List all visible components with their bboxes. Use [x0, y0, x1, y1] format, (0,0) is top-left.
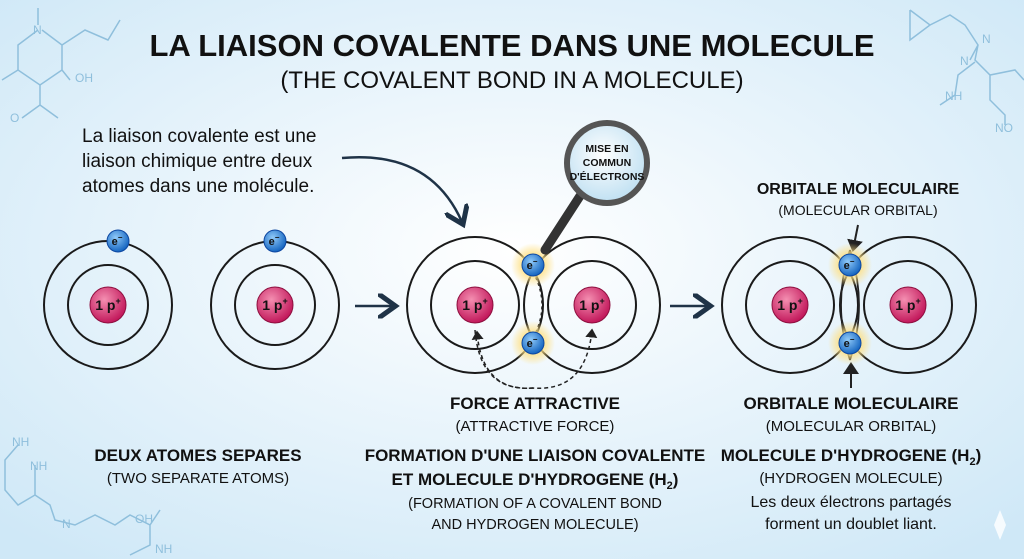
intro-line-1: La liaison covalente est une — [82, 126, 317, 147]
magnifier-icon: MISE EN COMMUN D'ÉLECTRONS — [540, 120, 650, 255]
svg-text:e−: e− — [527, 335, 538, 350]
proton-nucleus: 1 p+ — [771, 286, 809, 324]
svg-text:1 p+: 1 p+ — [579, 296, 605, 313]
svg-text:OH: OH — [75, 71, 93, 85]
svg-text:NH: NH — [30, 459, 47, 473]
chem-structure-top-right: N N NH NO — [909, 9, 1024, 135]
col1-subtitle: (TWO SEPARATE ATOMS) — [107, 470, 289, 487]
proton-nucleus: 1 p+ — [256, 286, 294, 324]
proton-nucleus: 1 p+ — [89, 286, 127, 324]
orbital-top-label: ORBITALE MOLECULAIRE — [757, 181, 960, 198]
svg-text:1 p+: 1 p+ — [95, 296, 121, 313]
svg-text:e−: e− — [269, 233, 280, 248]
chem-structure-bottom-left: NH NH N OH NH — [4, 435, 172, 556]
page-title: LA LIAISON COVALENTE DANS UNE MOLECULE — [149, 28, 874, 63]
proton-nucleus: 1 p+ — [573, 286, 611, 324]
svg-text:1 p+: 1 p+ — [262, 296, 288, 313]
orbital-bottom-label: ORBITALE MOLECULAIRE — [743, 394, 958, 413]
orbital-top-sublabel: (MOLECULAR ORBITAL) — [778, 202, 937, 218]
svg-text:e−: e− — [844, 257, 855, 272]
col3-subtitle: (HYDROGEN MOLECULE) — [759, 470, 942, 487]
electron: e− — [828, 243, 872, 287]
svg-text:MISE EN: MISE EN — [585, 143, 628, 155]
force-sublabel: (ATTRACTIVE FORCE) — [456, 418, 615, 435]
proton-nucleus: 1 p+ — [889, 286, 927, 324]
orbital-bottom-sublabel: (MOLECULAR ORBITAL) — [766, 418, 937, 435]
svg-text:NO: NO — [995, 121, 1013, 135]
svg-text:e−: e− — [844, 335, 855, 350]
svg-text:OH: OH — [135, 512, 153, 526]
col3-title: MOLECULE D'HYDROGENE (H2) — [721, 446, 981, 468]
col2-subtitle-2: AND HYDROGEN MOLECULE) — [431, 517, 638, 533]
col1-title: DEUX ATOMES SEPARES — [94, 446, 301, 465]
sparkle-icon — [994, 510, 1006, 540]
svg-text:D'ÉLECTRONS: D'ÉLECTRONS — [570, 170, 645, 183]
chem-structure-top-left: N OH O — [1, 8, 121, 125]
svg-text:NH: NH — [155, 542, 172, 556]
proton-nucleus: 1 p+ — [456, 286, 494, 324]
col2-title-1: FORMATION D'UNE LIAISON COVALENTE — [365, 446, 706, 465]
electron: e− — [828, 321, 872, 365]
intro-line-2: liaison chimique entre deux — [82, 151, 313, 172]
svg-text:N: N — [960, 54, 969, 68]
svg-text:N: N — [62, 517, 71, 531]
svg-text:1 p+: 1 p+ — [895, 296, 921, 313]
svg-text:1 p+: 1 p+ — [462, 296, 488, 313]
svg-text:e−: e− — [527, 257, 538, 272]
svg-text:1 p+: 1 p+ — [777, 296, 803, 313]
svg-text:COMMUN: COMMUN — [583, 157, 631, 169]
force-label: FORCE ATTRACTIVE — [450, 394, 620, 413]
col2-subtitle-1: (FORMATION OF A COVALENT BOND — [408, 496, 662, 512]
col3-note-1: Les deux électrons partagés — [750, 494, 951, 511]
page-subtitle: (THE COVALENT BOND IN A MOLECULE) — [280, 67, 743, 94]
electron: e− — [511, 321, 555, 365]
intro-line-3: atomes dans une molécule. — [82, 176, 314, 197]
molecule-h2 — [721, 236, 977, 374]
svg-text:NH: NH — [12, 435, 29, 449]
electron: e− — [106, 229, 130, 253]
col2-title-2: ET MOLECULE D'HYDROGENE (H2) — [392, 470, 679, 492]
svg-text:O: O — [10, 111, 19, 125]
svg-text:NH: NH — [945, 89, 962, 103]
electron: e− — [263, 229, 287, 253]
col3-note-2: forment un doublet liant. — [765, 516, 937, 533]
svg-text:N: N — [33, 23, 42, 37]
svg-text:N: N — [982, 32, 991, 46]
svg-text:e−: e− — [112, 233, 123, 248]
intro-arrow — [341, 155, 462, 222]
